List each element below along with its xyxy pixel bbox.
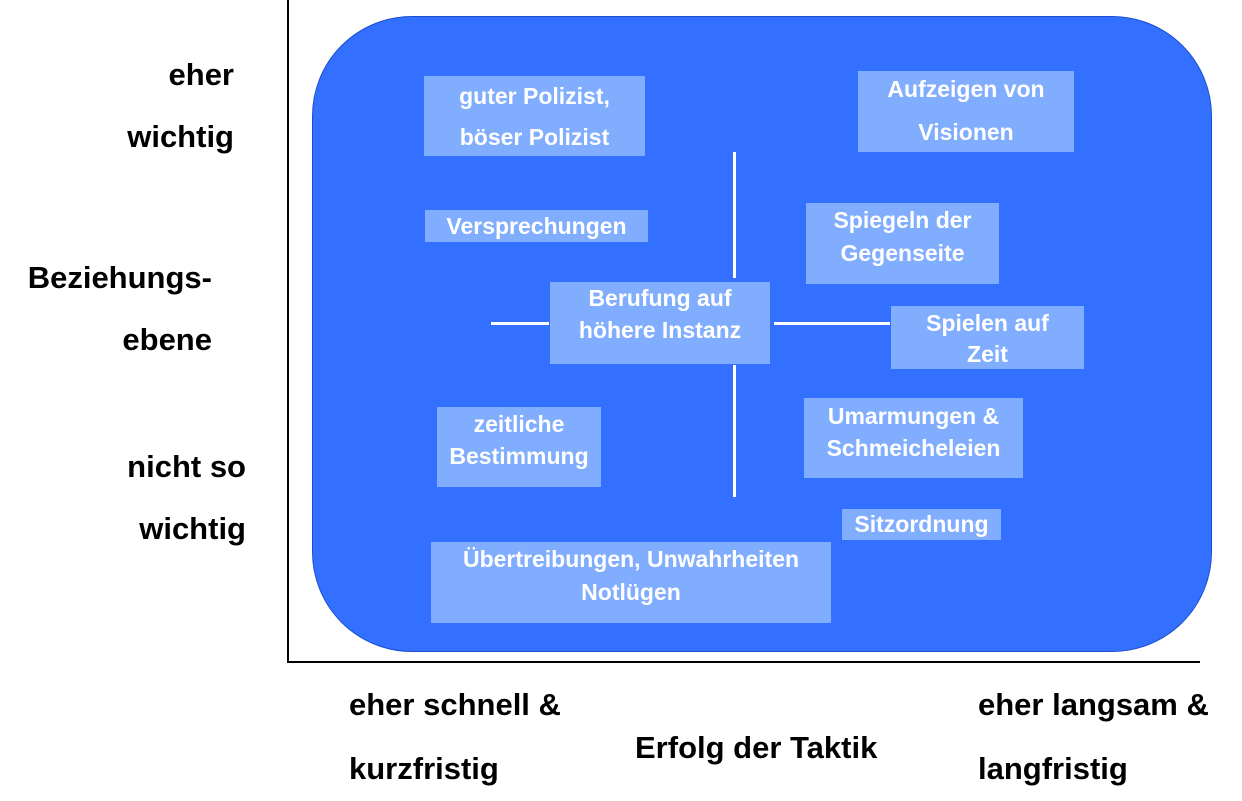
cross-horizontal-left (491, 322, 549, 325)
tactic-text: Spielen auf (926, 310, 1049, 336)
tactic-spielen-auf-zeit: Spielen auf Zeit (891, 306, 1084, 369)
x-label-schnell: eher schnell & kurzfristig (349, 673, 561, 801)
cross-vertical-top (733, 152, 736, 278)
tactic-uebertreibungen-notluegen: Übertreibungen, Unwahrheiten Notlügen (431, 542, 831, 623)
x-axis-line (289, 661, 1200, 663)
y-label-line-2: wichtig (127, 119, 234, 154)
tactic-text: Zeit (967, 341, 1008, 367)
x-label-line-1: eher schnell & (349, 687, 561, 722)
tactic-text: Übertreibungen, Unwahrheiten (462, 546, 800, 572)
tactic-aufzeigen-von-visionen: Aufzeigen von Visionen (858, 71, 1074, 152)
tactic-text: guter Polizist, (459, 83, 610, 109)
tactic-text: Umarmungen & (827, 403, 1000, 429)
tactic-versprechungen: Versprechungen (425, 210, 648, 242)
tactic-text: Spiegeln der (833, 207, 972, 233)
tactic-sitzordnung: Sitzordnung (842, 509, 1001, 540)
tactic-text: Aufzeigen von (887, 76, 1045, 102)
y-label-nicht-so-wichtig: nicht so wichtig (127, 436, 246, 560)
tactic-text: zeitliche (473, 411, 565, 437)
tactic-text: Versprechungen (446, 213, 627, 239)
tactic-text: Visionen (918, 119, 1014, 145)
cross-vertical-bottom (733, 365, 736, 497)
y-label-line-1: nicht so (127, 449, 246, 484)
x-label-line-2: langfristig (978, 751, 1128, 786)
tactic-text: Schmeicheleien (826, 435, 1001, 461)
tactic-text: böser Polizist (459, 124, 610, 150)
y-axis-line (287, 0, 289, 663)
tactic-text: höhere Instanz (578, 317, 742, 343)
tactic-text: Bestimmung (449, 443, 589, 469)
tactic-berufung-auf-hoehere-instanz: Berufung auf höhere Instanz (550, 282, 770, 364)
x-axis-title: Erfolg der Taktik (635, 730, 878, 765)
tactic-spiegeln-der-gegenseite: Spiegeln der Gegenseite (806, 203, 999, 284)
tactic-umarmungen-schmeicheleien: Umarmungen & Schmeicheleien (804, 398, 1023, 478)
tactic-guter-polizist: guter Polizist, böser Polizist (424, 76, 645, 156)
tactic-text: Sitzordnung (854, 511, 989, 537)
tactic-zeitliche-bestimmung: zeitliche Bestimmung (437, 407, 601, 487)
y-label-line-1: Beziehungs- (27, 260, 212, 295)
y-label-beziehungsebene: Beziehungs- ebene (28, 247, 212, 371)
y-label-eher-wichtig: eher wichtig (127, 44, 234, 168)
cross-horizontal-right (774, 322, 890, 325)
x-label-langsam: eher langsam & langfristig (978, 673, 1209, 801)
y-label-line-1: eher (168, 57, 234, 92)
x-label-line-2: kurzfristig (349, 751, 499, 786)
tactic-text: Notlügen (581, 579, 681, 605)
y-label-line-2: wichtig (139, 511, 246, 546)
tactic-text: Berufung auf (588, 285, 732, 311)
y-label-line-2: ebene (122, 322, 212, 357)
x-label-line-1: eher langsam & (978, 687, 1209, 722)
tactic-text: Gegenseite (840, 240, 965, 266)
